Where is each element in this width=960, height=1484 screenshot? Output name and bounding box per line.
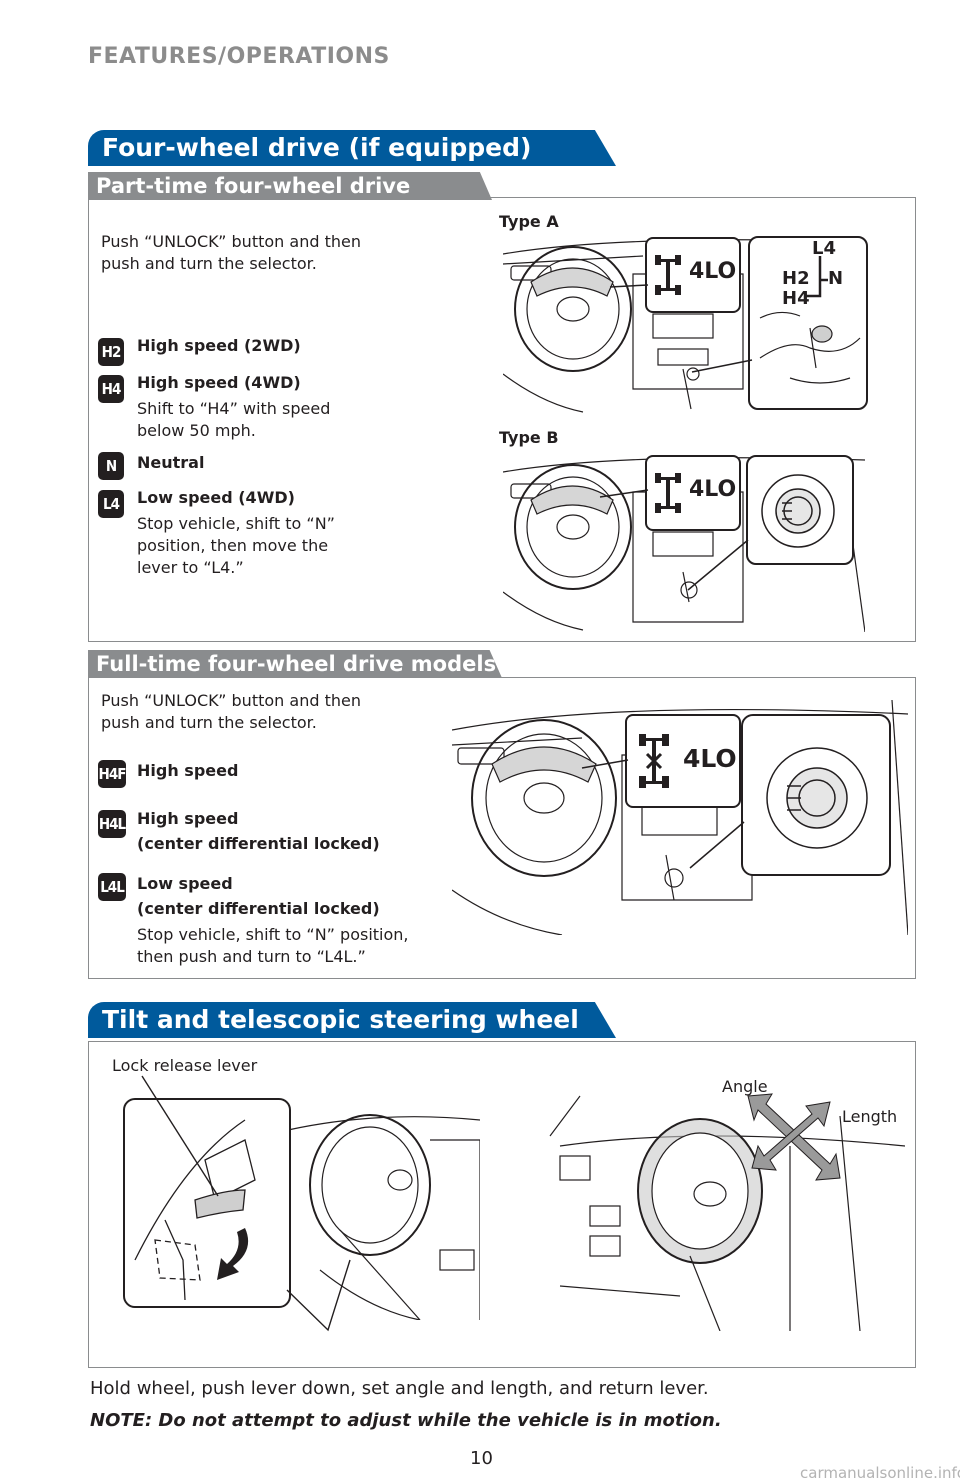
push-down-arrow-icon <box>217 1228 249 1280</box>
full-time-callout-leaders <box>581 759 745 869</box>
type-a-lever-callout: L4 H2 N H4 <box>748 236 868 410</box>
badge-h4l: H4L <box>98 810 126 838</box>
badge-h2: H2 <box>98 338 124 366</box>
lock-release-leaders <box>141 1075 351 1332</box>
item-l4l-title-1: Low speed <box>137 874 233 893</box>
type-b-dial-callout <box>746 455 854 565</box>
selector-label-l4: L4 <box>812 238 836 259</box>
tilt-telescopic-arrows-icon <box>747 1093 841 1181</box>
four-wheel-drive-title: Four-wheel drive (if equipped) <box>88 130 616 166</box>
tilt-instruction: Hold wheel, push lever down, set angle a… <box>90 1378 709 1399</box>
full-time-indicator-callout: 4LO <box>625 714 741 808</box>
full-time-tab: Full-time four-wheel drive models <box>88 650 502 678</box>
length-label: Length <box>842 1107 898 1126</box>
item-n-title: Neutral <box>137 453 205 472</box>
item-l4-desc-3: lever to “L4.” <box>137 558 244 577</box>
center-diff-lock-icon <box>639 734 669 788</box>
lock-release-label: Lock release lever <box>112 1056 258 1075</box>
watermark: carmanualsonline.info <box>800 1464 960 1482</box>
badge-l4: L4 <box>98 490 124 518</box>
badge-n: N <box>98 452 124 480</box>
type-b-indicator-callout: 4LO <box>645 455 741 531</box>
tilt-note: NOTE: Do not attempt to adjust while the… <box>90 1410 722 1431</box>
item-l4-title: Low speed (4WD) <box>137 488 295 507</box>
page-number: 10 <box>470 1448 493 1469</box>
selector-label-h4: H4 <box>782 288 810 309</box>
item-h4-desc-2: below 50 mph. <box>137 421 256 440</box>
item-l4l-desc-2: then push and turn to “L4L.” <box>137 947 366 966</box>
type-b-indicator-text: 4LO <box>689 477 737 502</box>
selector-label-h2: H2 <box>782 268 810 289</box>
full-time-instruction-line2: push and turn the selector. <box>101 713 317 732</box>
type-b-label: Type B <box>499 428 559 447</box>
part-time-instruction-line2: push and turn the selector. <box>101 254 317 273</box>
item-h4-title: High speed (4WD) <box>137 373 301 392</box>
lock-release-callout <box>123 1098 291 1308</box>
type-callout-leaders <box>599 284 753 591</box>
badge-h4f: H4F <box>98 760 126 788</box>
selector-label-n: N <box>828 268 844 289</box>
item-l4-desc-2: position, then move the <box>137 536 329 555</box>
item-l4l-desc-1: Stop vehicle, shift to “N” position, <box>137 925 409 944</box>
item-h4f-title: High speed <box>137 761 239 780</box>
type-a-indicator-text: 4LO <box>689 259 737 284</box>
type-a-label: Type A <box>499 212 559 231</box>
item-h2-title: High speed (2WD) <box>137 336 301 355</box>
lock-release-illustration <box>120 1090 481 1321</box>
part-time-tab: Part-time four-wheel drive models <box>88 172 492 200</box>
type-b-dashboard-illustration <box>502 452 866 633</box>
angle-label: Angle <box>722 1077 768 1096</box>
four-wheel-drive-icon <box>655 255 681 295</box>
full-time-indicator-text: 4LO <box>683 744 737 773</box>
item-h4-desc-1: Shift to “H4” with speed <box>137 399 331 418</box>
full-time-instruction-line1: Push “UNLOCK” button and then <box>101 691 361 710</box>
section-heading: FEATURES/OPERATIONS <box>88 44 390 69</box>
transfer-dial-icon <box>761 474 835 548</box>
item-l4-desc-1: Stop vehicle, shift to “N” <box>137 514 335 533</box>
item-h4l-title-1: High speed <box>137 809 239 828</box>
tilt-telescopic-illustration <box>540 1086 906 1332</box>
full-time-dashboard-illustration <box>451 699 909 936</box>
badge-h4: H4 <box>98 375 124 403</box>
item-l4l-title-2: (center differential locked) <box>137 899 380 918</box>
type-a-indicator-callout: 4LO <box>645 237 741 313</box>
badge-l4l: L4L <box>98 873 126 901</box>
item-h4l-title-2: (center differential locked) <box>137 834 380 853</box>
transfer-dial-icon <box>766 747 868 849</box>
part-time-instruction-line1: Push “UNLOCK” button and then <box>101 232 361 251</box>
full-time-dial-callout <box>741 714 891 876</box>
four-wheel-drive-icon <box>655 473 681 513</box>
tilt-steering-title: Tilt and telescopic steering wheel <box>88 1002 616 1038</box>
